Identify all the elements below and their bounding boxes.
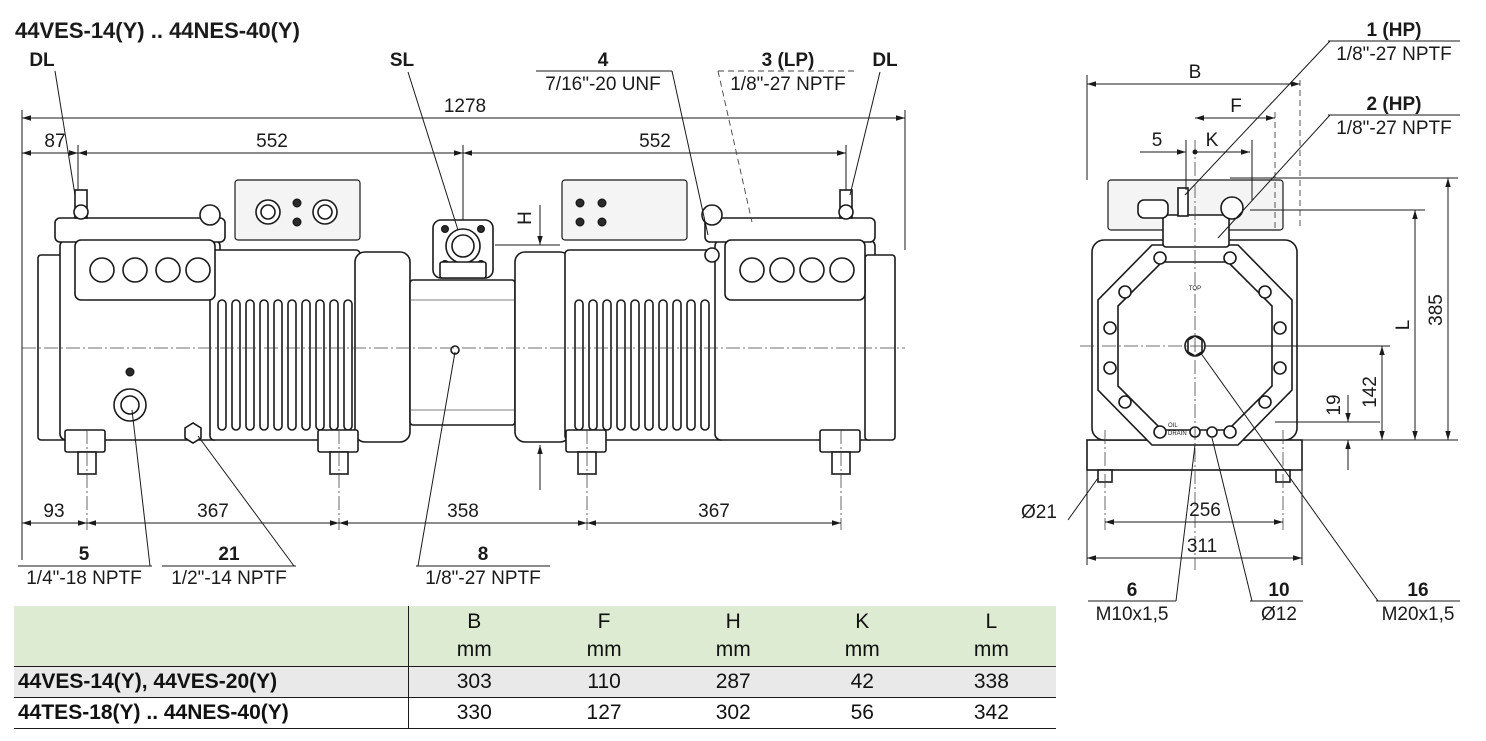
callout-16-spec: M20x1,5: [1382, 604, 1455, 625]
dim-87: 87: [44, 131, 65, 152]
mark-oil: OIL: [1168, 423, 1178, 429]
dim-367-left: 367: [197, 501, 229, 522]
table-cell: 302: [668, 697, 798, 729]
dim-overall-length: 1278: [444, 96, 486, 117]
mark-drain: DRAIN: [1168, 431, 1187, 437]
table-cell: 338: [926, 666, 1056, 698]
callout-4-number: 4: [598, 50, 609, 71]
callout-10-spec: Ø12: [1261, 604, 1297, 625]
column-unit: mm: [456, 638, 492, 661]
callout-1-number: 1 (HP): [1367, 20, 1422, 41]
left-fins: [217, 299, 353, 431]
dim-142: 142: [1360, 376, 1381, 408]
table-cell: 56: [797, 697, 927, 729]
column-unit: mm: [586, 638, 622, 661]
dim-5: 5: [1152, 130, 1163, 151]
dim-552-left: 552: [256, 131, 288, 152]
callout-3-number: 3 (LP): [762, 50, 815, 71]
connecting-pipe: [409, 279, 516, 426]
column-name: B: [467, 610, 482, 633]
table-cell: 342: [926, 697, 1056, 729]
callout-21-spec: 1/2"-14 NPTF: [171, 568, 287, 589]
dim-b: B: [1189, 62, 1202, 83]
dim-385: 385: [1426, 294, 1447, 326]
table-cell: 287: [668, 666, 798, 698]
dim-311: 311: [1187, 536, 1217, 557]
callout-16-number: 16: [1407, 580, 1428, 601]
column-unit: mm: [844, 638, 880, 661]
dim-f: F: [1230, 96, 1242, 117]
table-cell: 127: [539, 697, 669, 729]
dim-diameter-21: Ø21: [1021, 502, 1057, 523]
dim-367-right: 367: [698, 501, 730, 522]
suction-flange: [432, 219, 494, 279]
column-name: H: [725, 610, 741, 633]
column-unit: mm: [715, 638, 751, 661]
column-unit: mm: [973, 638, 1009, 661]
callout-5-number: 5: [79, 544, 90, 565]
drawing-title: 44VES-14(Y) .. 44NES-40(Y): [15, 18, 300, 43]
table-cell: 330: [408, 697, 540, 729]
callout-sl: SL: [390, 50, 415, 71]
callout-5-spec: 1/4"-18 NPTF: [26, 568, 142, 589]
callout-1-spec: 1/8"-27 NPTF: [1336, 44, 1452, 65]
callout-21-number: 21: [218, 544, 240, 565]
model-name: 44VES-14(Y), 44VES-20(Y): [14, 666, 409, 698]
callout-6-number: 6: [1127, 580, 1138, 601]
dim-93: 93: [43, 501, 64, 522]
callout-8-number: 8: [478, 544, 489, 565]
left-compressor: [37, 179, 411, 475]
callout-10-number: 10: [1268, 580, 1289, 601]
table-cell: 42: [797, 666, 927, 698]
table-cell: 303: [408, 666, 540, 698]
right-fins: [574, 299, 710, 431]
table-header-model: [14, 606, 409, 667]
dim-h: H: [515, 211, 536, 225]
callout-dl-left: DL: [29, 50, 55, 71]
callout-2-spec: 1/8"-27 NPTF: [1336, 118, 1452, 139]
table-cell: 110: [539, 666, 669, 698]
callout-6-spec: M10x1,5: [1096, 604, 1169, 625]
table-row: 44TES-18(Y) .. 44NES-40(Y) 330 127 302 5…: [14, 697, 1056, 729]
side-view: 1278 87 552 552 H 93 367 358 367 DL SL 4…: [18, 50, 906, 589]
end-view: TOP OIL DRAIN B F 5 K 385: [1021, 20, 1460, 625]
right-compressor: [514, 179, 896, 475]
column-name: L: [985, 610, 998, 633]
dim-k: K: [1206, 130, 1219, 151]
callout-dl-right: DL: [872, 50, 898, 71]
callout-2-number: 2 (HP): [1367, 94, 1422, 115]
column-name: K: [855, 610, 870, 633]
dim-256: 256: [1189, 500, 1221, 521]
callout-4-spec: 7/16"-20 UNF: [545, 74, 661, 95]
dim-19: 19: [1324, 394, 1345, 415]
dim-358: 358: [447, 501, 479, 522]
callout-8-spec: 1/8"-27 NPTF: [425, 568, 541, 589]
table-row: 44VES-14(Y), 44VES-20(Y) 303 110 287 42 …: [14, 666, 1056, 698]
column-name: F: [597, 610, 611, 633]
dim-552-right: 552: [639, 131, 671, 152]
dim-l: L: [1393, 320, 1414, 331]
model-name: 44TES-18(Y) .. 44NES-40(Y): [14, 697, 409, 729]
callout-3-spec: 1/8"-27 NPTF: [730, 74, 846, 95]
